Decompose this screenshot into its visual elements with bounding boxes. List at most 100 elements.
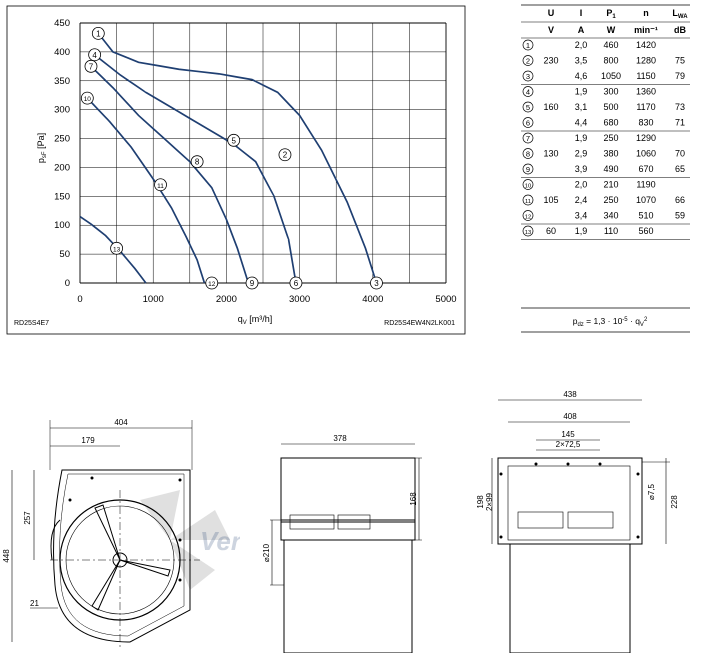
curve-marker-3 (370, 276, 383, 290)
curve-marker-9 (245, 276, 259, 290)
watermark-text: Venmel (200, 526, 240, 556)
curve-marker-6 (289, 276, 303, 290)
y-tick-label: 150 (54, 191, 70, 202)
dim-145: 145 (561, 430, 575, 439)
dim-438: 438 (563, 390, 577, 399)
table-cell: 3,5 (575, 56, 588, 66)
table-cell: 670 (638, 164, 653, 174)
chart-footer-left: RD25S4E7 (14, 320, 49, 327)
table-cell: 130 (543, 149, 558, 159)
y-tick-label: 300 (54, 105, 70, 116)
table-cell: 75 (675, 56, 685, 66)
dim-448: 448 (2, 549, 11, 563)
side-view-drawing: 378 ⌀210 168 (262, 434, 422, 653)
table-header: U (548, 8, 555, 18)
curve-marker-12 (205, 276, 219, 290)
table-cell: 2,4 (575, 195, 588, 205)
dim-179: 179 (81, 436, 95, 445)
table-cell: 105 (543, 195, 558, 205)
x-tick-label: 0 (77, 294, 82, 305)
table-cell: 1420 (636, 40, 656, 50)
table-cell: 380 (603, 149, 618, 159)
table-cell: 340 (603, 211, 618, 221)
table-unit: V (548, 25, 554, 35)
dim-404: 404 (114, 418, 128, 427)
dim-21: 21 (30, 599, 39, 608)
table-cell: 1060 (636, 149, 656, 159)
table-cell: 3,9 (575, 164, 588, 174)
table-cell: 4,6 (575, 71, 588, 81)
table-row-id: 5 (526, 103, 530, 112)
curve-marker-label: 6 (294, 279, 299, 288)
dim-2x72: 2×72,5 (556, 440, 581, 449)
chart-frame (6, 5, 466, 335)
table-unit: dB (674, 25, 686, 35)
table-row-id: 1 (526, 41, 530, 50)
table-row-id: 10 (525, 184, 531, 190)
x-axis-label: qV [m³/h] (238, 314, 273, 326)
table-row-marker (522, 194, 534, 206)
table-cell: 560 (638, 226, 653, 236)
dim-378: 378 (333, 434, 347, 443)
table-cell: 830 (638, 118, 653, 128)
table-row-marker (522, 101, 534, 113)
table-cell: 3,1 (575, 102, 588, 112)
table-cell: 1280 (636, 56, 656, 66)
curve-marker-label: 13 (113, 246, 121, 253)
x-tick-label: 2000 (216, 294, 237, 305)
table-cell: 300 (603, 87, 618, 97)
chart-grid (79, 22, 447, 284)
table-cell: 2,9 (575, 149, 588, 159)
table-cell: 1050 (601, 71, 621, 81)
table-header: LWA (672, 8, 688, 20)
table-cell: 110 (604, 226, 618, 236)
curve-marker-8 (190, 155, 204, 169)
curve-marker-label: 9 (250, 279, 255, 288)
table-cell: 66 (675, 195, 685, 205)
dim-168: 168 (409, 492, 418, 506)
curve-marker-label: 1 (96, 29, 101, 38)
table-row-marker (522, 148, 534, 159)
outlet-view-drawing: 438 408 145 2×72,5 198 2×99 ⌀7,5 228 (476, 390, 679, 653)
table-row-id: 9 (526, 165, 530, 174)
table-unit: W (607, 25, 616, 35)
table-cell: 1170 (636, 102, 655, 112)
table-header: P1 (606, 8, 616, 20)
table-cell: 490 (603, 164, 618, 174)
table-cell: 1290 (636, 133, 656, 143)
dim-7-5: ⌀7,5 (647, 483, 656, 499)
table-cell: 1,9 (575, 133, 588, 143)
curve-marker-4 (88, 48, 102, 62)
curve-marker-1 (91, 27, 105, 40)
table-row-id: 3 (526, 72, 530, 81)
table-row-marker (522, 86, 534, 97)
y-tick-label: 400 (54, 47, 70, 58)
curve-marker-label: 8 (195, 158, 200, 167)
x-tick-label: 5000 (435, 294, 456, 305)
system-curve-formula: pdz = 1,3 · 10-5 · qV2 (573, 316, 648, 328)
dim-2x99: 2×99 (485, 492, 494, 511)
table-cell: 1,9 (575, 87, 588, 97)
curve-marker-2 (278, 148, 292, 162)
table-row-id: 4 (526, 88, 530, 97)
curve-marker-label: 7 (89, 62, 94, 71)
curve-1 (97, 32, 378, 284)
curve-marker-label: 2 (283, 151, 288, 160)
table-cell: 210 (603, 180, 618, 190)
curve-4 (94, 54, 297, 284)
curve-marker-10 (80, 91, 94, 105)
table-unit: A (578, 25, 585, 35)
table-cell: 250 (603, 133, 618, 143)
table-row-marker (522, 55, 534, 66)
curve-marker-label: 5 (231, 136, 236, 145)
curve-marker-label: 12 (208, 281, 216, 288)
y-tick-label: 50 (59, 249, 70, 260)
table-cell: 70 (675, 149, 685, 159)
front-view-drawing: Venmel 404 179 257 448 21 (2, 418, 240, 648)
table-row-marker (522, 132, 534, 144)
table-cell: 500 (603, 102, 618, 112)
y-tick-label: 450 (54, 18, 70, 29)
